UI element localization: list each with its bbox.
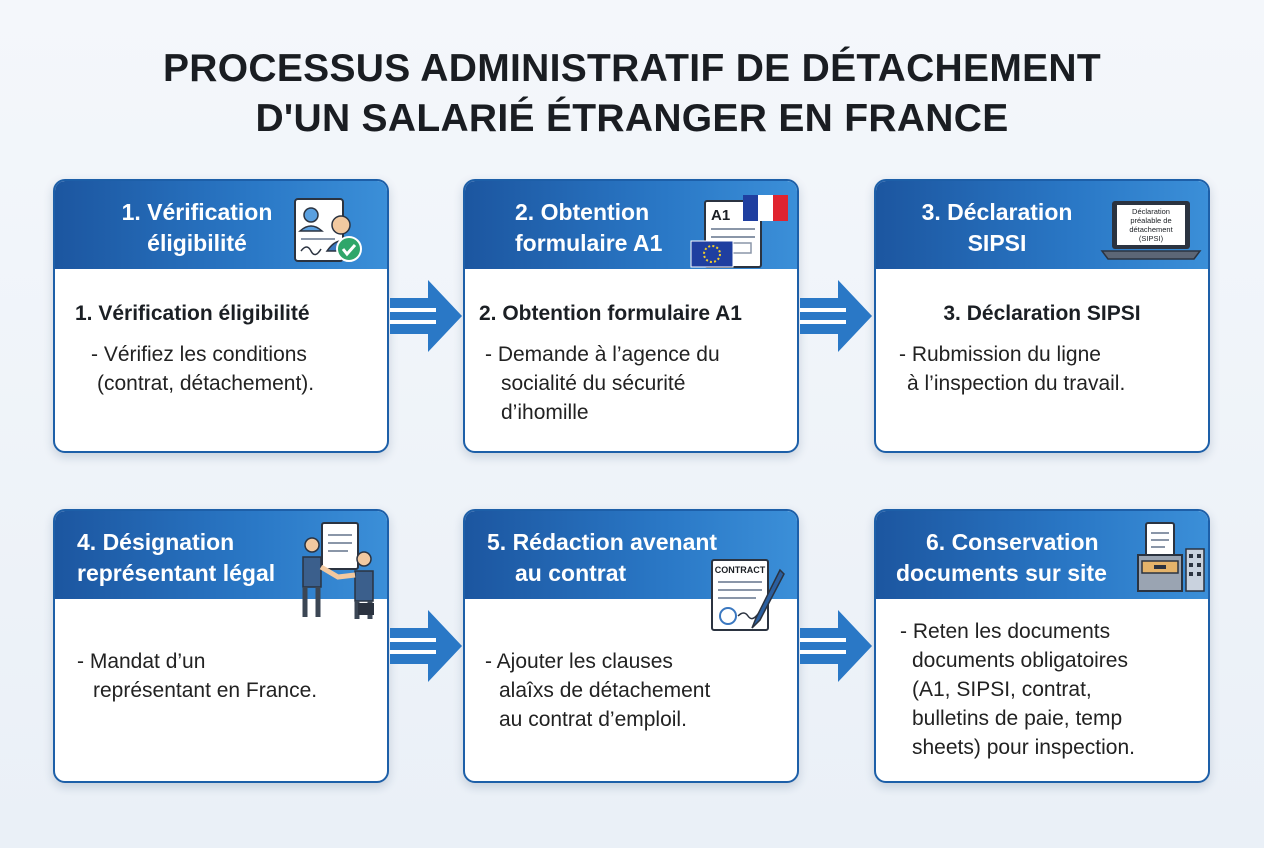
step-3-desc-line-1: - Rubmission du ligne xyxy=(899,343,1101,366)
laptop-icon: Déclaration préalable de détachement (SI… xyxy=(1100,201,1202,260)
step-5-head-line-2: au contrat xyxy=(515,560,627,586)
step-1-description: - Vérifiez les conditions (contrat, déta… xyxy=(75,340,367,398)
step-header-6: 6. Conservation documents sur site xyxy=(876,511,1208,599)
step-2-head-line-2: formulaire A1 xyxy=(515,230,663,256)
laptop-screen-line-4: (SIPSI) xyxy=(1139,234,1164,243)
document-person-check-icon xyxy=(294,198,362,262)
archive-building-icon xyxy=(1137,522,1205,592)
step-1-desc-line-1: - Vérifiez les conditions xyxy=(91,343,307,366)
title-line-2: D'UN SALARIÉ ÉTRANGER EN FRANCE xyxy=(255,97,1009,140)
step-6-description: - Reten les documents documents obligato… xyxy=(896,617,1188,762)
contract-pen-icon: CONTRACT xyxy=(711,559,785,631)
step-4-desc-line-2: représentant en France. xyxy=(93,679,318,702)
step-4-head-line-2: représentant légal xyxy=(77,560,276,586)
arrow-step-5-to-6 xyxy=(800,610,872,682)
step-2-description: - Demande à l’agence du socialité du séc… xyxy=(479,340,783,427)
step-2-desc-line-2: socialité du sécurité xyxy=(501,372,686,395)
step-6-desc-line-4: bulletins de paie, temp xyxy=(912,707,1123,730)
step-header-2: 2. Obtention formulaire A1 A1 xyxy=(465,181,797,269)
step-3-head-line-2: SIPSI xyxy=(967,230,1027,256)
step-6-desc-line-2: documents obligatoires xyxy=(912,649,1128,672)
step-6-desc-line-5: sheets) pour inspection. xyxy=(912,736,1135,759)
step-card-5: 5. Rédaction avenant au contrat - Ajoute… xyxy=(463,509,799,783)
step-2-desc-line-3: d’ihomille xyxy=(501,401,589,424)
step-6-desc-line-1: - Reten les documents xyxy=(900,620,1111,643)
step-card-1: 1. Vérification éligibilité 1. Vérificat… xyxy=(53,179,389,453)
step-3-head-line-1: 3. Déclaration xyxy=(921,199,1073,225)
step-header-1: 1. Vérification éligibilité xyxy=(55,181,387,269)
step-3-subtitle: 3. Déclaration SIPSI xyxy=(943,302,1141,325)
step-1-desc-line-2: (contrat, détachement). xyxy=(97,372,315,395)
laptop-screen-line-2: préalable de xyxy=(1130,216,1171,225)
step-card-2: 2. Obtention formulaire A1 A1 2. Obtenti… xyxy=(463,179,799,453)
laptop-screen-line-1: Déclaration xyxy=(1132,207,1170,216)
title-line-1: PROCESSUS ADMINISTRATIF DE DÉTACHEMENT xyxy=(162,47,1102,90)
step-card-6: 6. Conservation documents sur site - Ret… xyxy=(874,509,1210,783)
arrow-step-2-to-3 xyxy=(800,280,872,352)
step-3-desc-line-2: à l’inspection du travail. xyxy=(907,372,1126,395)
step-2-head-line-1: 2. Obtention xyxy=(515,199,650,225)
form-a1-flags-icon: A1 xyxy=(690,195,788,268)
step-4-head-line-1: 4. Désignation xyxy=(77,529,235,555)
arrow-step-4-to-5 xyxy=(390,610,462,682)
step-card-3: 3. Déclaration SIPSI Déclaration préalab… xyxy=(874,179,1210,453)
step-6-desc-line-3: (A1, SIPSI, contrat, xyxy=(912,678,1092,701)
laptop-screen-line-3: détachement xyxy=(1129,225,1173,234)
step-6-head-line-2: documents sur site xyxy=(896,560,1107,586)
step-2-subtitle: 2. Obtention formulaire A1 xyxy=(479,302,742,325)
step-1-head-line-2: éligibilité xyxy=(147,230,247,256)
contract-label: CONTRACT xyxy=(715,565,766,575)
step-6-head-line-1: 6. Conservation xyxy=(926,529,1099,555)
form-a1-label: A1 xyxy=(711,207,730,224)
arrow-step-1-to-2 xyxy=(390,280,462,352)
step-1-subtitle: 1. Vérification éligibilité xyxy=(75,302,310,325)
step-5-head-line-1: 5. Rédaction avenant xyxy=(487,529,718,555)
handshake-icon xyxy=(302,522,374,619)
step-4-desc-line-1: - Mandat d’un xyxy=(77,650,206,673)
step-5-desc-line-1: - Ajouter les clauses xyxy=(485,650,673,673)
step-1-head-line-1: 1. Vérification xyxy=(121,199,273,225)
page-title: PROCESSUS ADMINISTRATIF DE DÉTACHEMENT D… xyxy=(0,44,1264,144)
step-2-desc-line-1: - Demande à l’agence du xyxy=(485,343,720,366)
step-4-description: - Mandat d’un représentant en France. xyxy=(75,647,367,705)
step-3-description: - Rubmission du ligne à l’inspection du … xyxy=(896,340,1188,398)
step-5-description: - Ajouter les clauses alaîxs de détachem… xyxy=(485,647,777,734)
step-5-desc-line-2: alaîxs de détachement xyxy=(499,679,711,702)
step-5-desc-line-3: au contrat d’emploil. xyxy=(499,708,687,731)
step-header-3: 3. Déclaration SIPSI Déclaration préalab… xyxy=(876,181,1208,269)
